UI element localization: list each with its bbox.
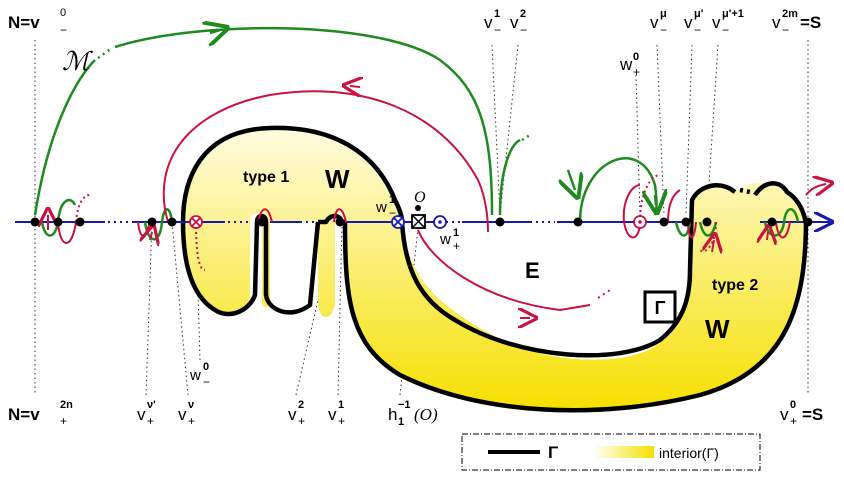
south-top-sub: −: [782, 23, 789, 37]
green-curves: [33, 28, 800, 241]
north-bottom-sup: 2n: [60, 399, 73, 411]
w-minus-1-sup: 1: [389, 194, 395, 206]
south-bottom-sub: +: [790, 414, 797, 428]
north-bottom-sub: +: [60, 414, 67, 428]
w-plus-0-sub: +: [633, 65, 640, 79]
gamma-box-label: Γ: [655, 298, 666, 318]
v-minus-mu-sup: μ: [660, 8, 667, 20]
v-plus-nu-label: v: [178, 405, 187, 424]
w-plus-1-sup: 1: [453, 227, 459, 239]
w-label-left: W: [325, 164, 350, 194]
south-top-label: v: [772, 13, 781, 32]
type1-region: [183, 127, 806, 411]
north-bottom-label: N=v: [8, 405, 40, 424]
red-curves: [48, 86, 826, 318]
v-minus-mup-sub: −: [694, 23, 701, 37]
w-plus-1-label: w: [439, 231, 451, 248]
v-plus-nup-sup: ν': [147, 399, 156, 411]
gamma-box: Γ: [643, 290, 677, 324]
v-minus-2-sub: −: [520, 23, 527, 37]
w-plus-0-sup: 0: [633, 51, 639, 63]
v-plus-1-sub: +: [338, 414, 345, 428]
h-label-sub: 1: [398, 416, 404, 428]
v-plus-nup-sub: +: [147, 414, 154, 428]
south-bottom-label: v: [780, 405, 789, 424]
v-minus-mup1-label: v: [712, 13, 721, 32]
v-plus-2-label: v: [288, 405, 297, 424]
v-minus-mup1-sub: −: [722, 23, 729, 37]
w-minus-0-marker: [189, 215, 203, 229]
legend-gamma-label: Γ: [548, 443, 558, 462]
w-plus-1-marker: [433, 215, 447, 229]
v-minus-mup1-sup: μ'+1: [722, 8, 744, 20]
v-plus-1-sup: 1: [338, 399, 344, 411]
w-plus-1-sub: +: [453, 239, 460, 253]
special-markers: [189, 205, 647, 229]
north-top-label: N=v: [8, 13, 40, 32]
manifold-arc: [33, 59, 96, 216]
axis-points: [30, 217, 813, 227]
v-minus-mu-sub: −: [660, 23, 667, 37]
v-plus-2-sub: +: [298, 414, 305, 428]
manifold-label: ℳ: [62, 47, 93, 76]
legend-interior-swatch: [596, 446, 654, 458]
v-minus-2-label: v: [510, 13, 519, 32]
w-minus-1-sub: −: [389, 206, 396, 220]
w-plus-0-marker: [633, 215, 647, 229]
north-top-sup: 0: [60, 7, 66, 19]
w-minus-1-label: w: [375, 199, 387, 216]
v-plus-2-sup: 2: [298, 399, 304, 411]
v-minus-1-label: v: [484, 13, 493, 32]
gamma-curve: [180, 125, 809, 413]
type2-label: type 2: [712, 277, 758, 294]
h-label-sup: −1: [398, 399, 411, 411]
top-labels: N=v 0 − v 1 − v 2 − v μ − v μ' − v μ'+1 …: [8, 7, 821, 79]
v-minus-mup-label: v: [684, 13, 693, 32]
bottom-labels: N=v 2n + v ν' + v ν + v 2 + v 1 + h −1 1…: [8, 399, 823, 428]
origin-label: O: [414, 189, 426, 206]
origin-marker: [411, 205, 426, 229]
h-label-arg: (O): [414, 405, 438, 424]
south-top-sup: 2m: [782, 8, 798, 20]
w-minus-0-sup: 0: [203, 361, 209, 373]
v-minus-mu-label: v: [650, 13, 659, 32]
w-minus-1-marker: [391, 215, 405, 229]
legend-interior-label: interior(Γ): [659, 445, 719, 461]
h-label: h: [388, 405, 397, 424]
e-label: E: [525, 258, 540, 283]
v-minus-1-sup: 1: [494, 8, 500, 20]
axis-inline-labels: w 1 − w 1 + w 0 −: [189, 194, 460, 389]
legend: Γ interior(Γ): [461, 433, 761, 471]
v-minus-2-sup: 2: [520, 8, 526, 20]
w-label-right: W: [705, 314, 730, 344]
v-plus-nup-label: v: [137, 405, 146, 424]
v-minus-1-sub: −: [494, 23, 501, 37]
v-minus-mup-sup: μ': [694, 8, 704, 20]
south-top-eq: =S: [800, 13, 821, 32]
south-bottom-sup: 0: [790, 399, 796, 411]
type1-label: type 1: [243, 169, 289, 186]
interior-regions: [183, 127, 806, 411]
south-bottom-eq: =S: [802, 405, 823, 424]
north-top-sub: −: [60, 23, 67, 37]
v-plus-nu-sub: +: [188, 414, 195, 428]
w-plus-0-label: w: [619, 55, 633, 74]
w-minus-0-label: w: [189, 367, 201, 384]
v-plus-1-label: v: [328, 405, 337, 424]
v-plus-nu-sup: ν: [188, 399, 194, 411]
w-minus-0-sub: −: [203, 375, 210, 389]
